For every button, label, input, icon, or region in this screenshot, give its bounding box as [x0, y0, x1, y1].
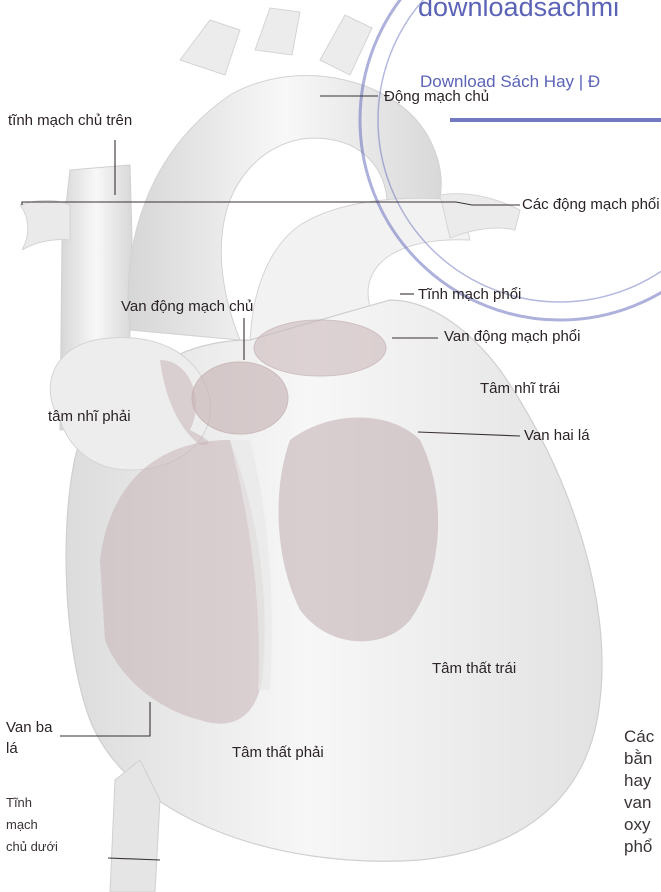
label-left-ventricle: Tâm thất trái — [432, 660, 516, 677]
label-inferior-vena-cava-line1: Tĩnh — [6, 796, 32, 811]
label-pulmonary-valve: Van động mạch phổi — [444, 328, 581, 345]
label-superior-vena-cava: tĩnh mạch chủ trên — [8, 112, 132, 129]
label-right-ventricle: Tâm thất phải — [232, 744, 324, 761]
label-right-atrium: tâm nhĩ phải — [48, 408, 131, 425]
label-inferior-vena-cava-line2: mạch — [6, 818, 38, 833]
left-ventricle-chamber — [279, 418, 439, 642]
aortic-arch-branches — [180, 8, 372, 75]
pulmonary-artery-tail — [440, 194, 520, 238]
caption-line: van — [624, 792, 654, 814]
pulmonary-valve-shape — [254, 320, 386, 376]
label-aorta: Động mạch chủ — [384, 88, 489, 105]
aortic-valve-shape — [192, 362, 288, 434]
caption-line: Các — [624, 726, 654, 748]
label-tricuspid-valve-line1: Van ba — [6, 719, 52, 736]
label-pulmonary-arteries: Các động mạch phổi — [522, 196, 660, 213]
label-tricuspid-valve-line2: lá — [6, 740, 18, 757]
watermark-bar — [450, 118, 661, 122]
label-inferior-vena-cava-line3: chủ dưới — [6, 840, 58, 855]
caption-line: oxy — [624, 814, 654, 836]
caption-line: bằn — [624, 748, 654, 770]
caption-text: Các bằn hay van oxy phổ — [624, 726, 654, 858]
caption-line: phổ — [624, 836, 654, 858]
label-pulmonary-veins: Tĩnh mạch phổi — [418, 286, 521, 303]
label-left-atrium: Tâm nhĩ trái — [480, 380, 560, 397]
caption-line: hay — [624, 770, 654, 792]
label-aortic-valve: Van động mạch chủ — [121, 298, 253, 315]
label-mitral-valve: Van hai lá — [524, 427, 590, 444]
watermark-site-text: downloadsachmi — [418, 0, 619, 23]
